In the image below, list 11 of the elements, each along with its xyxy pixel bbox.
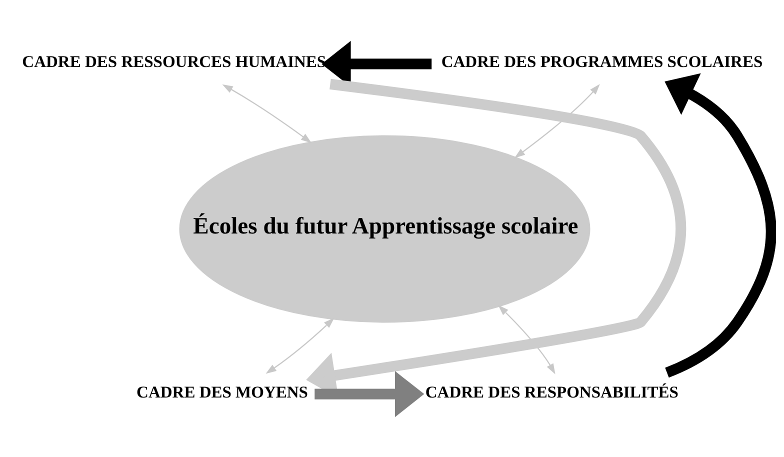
node-text: CADRE DES RESPONSABILITÉS xyxy=(425,382,678,401)
node-text: CADRE DES PROGRAMMES SCOLAIRES xyxy=(441,52,763,71)
node-text: CADRE DES MOYENS xyxy=(136,382,308,401)
arrow xyxy=(266,317,334,374)
arrow xyxy=(306,78,686,398)
node-text: CADRE DES RESSOURCES HUMAINES xyxy=(22,52,326,71)
arrow xyxy=(314,370,424,417)
arrow xyxy=(222,84,312,143)
arrow xyxy=(498,304,556,374)
node-ellipse: Écoles du futur Apprentissage scolaire xyxy=(179,134,590,322)
arrow xyxy=(664,72,776,378)
